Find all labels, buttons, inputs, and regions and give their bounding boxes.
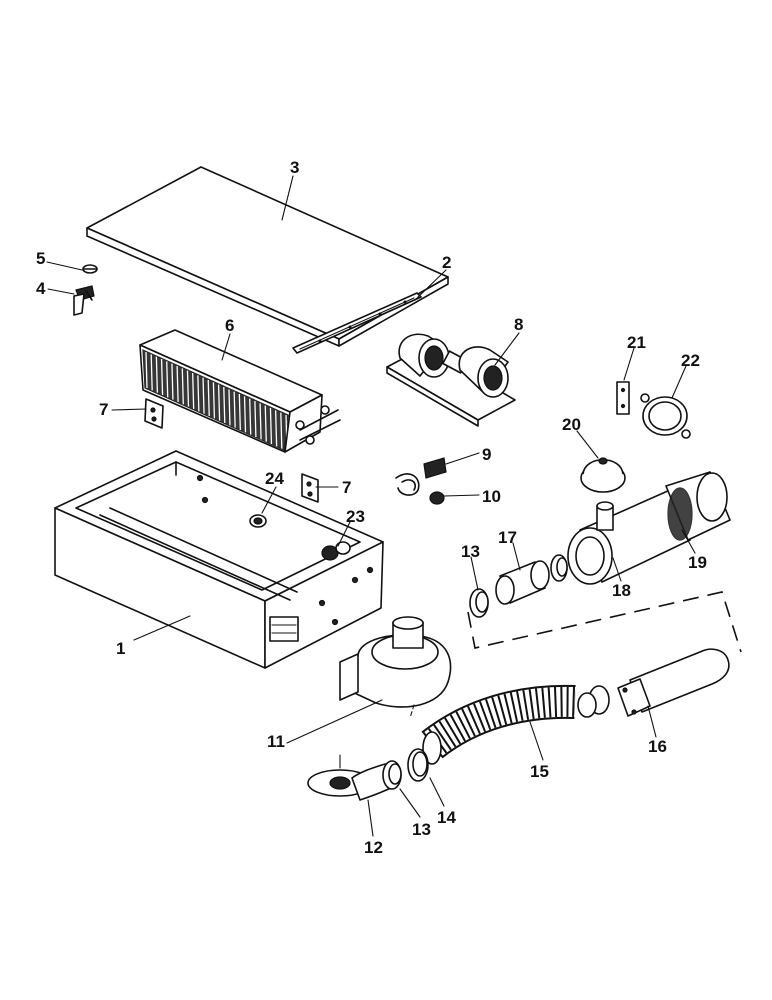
label-12: 12 <box>364 838 383 857</box>
part-9-switch <box>395 457 447 496</box>
label-5: 5 <box>36 249 45 268</box>
label-3: 3 <box>290 158 299 177</box>
label-17: 17 <box>498 528 517 547</box>
coil-fin <box>150 354 153 391</box>
coil-fin <box>223 386 226 424</box>
coil-fin <box>243 396 247 433</box>
label-1: 1 <box>116 639 125 658</box>
label-22: 22 <box>681 351 700 370</box>
label-9: 9 <box>482 445 491 464</box>
coil-fin <box>192 372 195 410</box>
label-6: 6 <box>225 316 234 335</box>
label-2: 2 <box>442 253 451 272</box>
part-17-connector-pipe <box>495 560 550 605</box>
part-3-cover-panel <box>86 166 449 347</box>
part-7-bracket-right <box>301 473 319 503</box>
part-labels: 3 2 5 4 6 7 7 8 9 10 11 21 22 20 18 19 1… <box>36 158 707 857</box>
part-23-grommet <box>321 541 351 561</box>
coil-fin <box>207 379 210 417</box>
part-24-grommet <box>249 514 267 528</box>
coil-fin <box>269 407 273 445</box>
coil-fin <box>233 391 236 428</box>
label-23: 23 <box>346 507 365 526</box>
part-10-knob <box>429 491 445 505</box>
part-18-burner-tube <box>567 489 691 585</box>
coil-fin <box>155 356 159 393</box>
part-22-mounting-ring <box>640 393 691 439</box>
leader-lines <box>46 175 696 837</box>
coil-fin <box>274 410 278 447</box>
label-14: 14 <box>437 808 456 827</box>
coil-fin <box>145 351 148 389</box>
label-11: 11 <box>267 732 285 751</box>
coil-fin <box>160 358 164 396</box>
coil-fin <box>186 370 190 407</box>
part-16-duct-elbow <box>577 648 730 718</box>
part-7-bracket-left <box>144 398 164 429</box>
label-13-upper: 13 <box>461 542 480 561</box>
coil-fin <box>228 389 231 426</box>
label-21: 21 <box>627 333 646 352</box>
part-13-ring-lower <box>382 760 402 790</box>
label-19: 19 <box>688 553 707 572</box>
coil-fin <box>197 375 200 412</box>
label-15: 15 <box>530 762 549 781</box>
label-7-right: 7 <box>342 478 351 497</box>
part-12-floor-outlet <box>307 754 396 801</box>
part-11-heater-blower <box>339 616 452 719</box>
part-2-mounting-strip <box>292 292 422 354</box>
label-7-left: 7 <box>99 400 108 419</box>
label-8: 8 <box>514 315 523 334</box>
coil-fin <box>176 365 179 403</box>
coil-fin <box>280 412 283 449</box>
label-10: 10 <box>482 487 501 506</box>
label-20: 20 <box>562 415 581 434</box>
coil-fin <box>264 405 267 442</box>
part-14-hose-clamp <box>407 748 429 782</box>
coil-fin <box>238 393 241 431</box>
coil-fin <box>171 363 174 400</box>
part-13-ring-upper <box>469 588 489 618</box>
coil-fin <box>212 382 216 419</box>
connection-dashed-line <box>467 591 742 653</box>
coil-fin <box>181 368 184 405</box>
part-6-heater-coil <box>139 329 341 453</box>
part-1-housing <box>54 450 384 669</box>
part-8-twin-blower <box>386 333 516 427</box>
coil-fin <box>249 398 252 435</box>
coil-fin <box>166 361 169 398</box>
part-19-combustion-fan <box>665 471 731 541</box>
label-16: 16 <box>648 737 667 756</box>
label-4: 4 <box>36 279 46 298</box>
part-21-clip <box>616 381 630 415</box>
part-5-screw <box>82 264 98 274</box>
label-24: 24 <box>265 469 284 488</box>
coil-fin <box>259 403 262 440</box>
part-ring-pipe-end <box>550 554 568 582</box>
coil-fin <box>217 384 221 421</box>
part-4-bracket <box>73 285 95 316</box>
coil-fin <box>202 377 205 414</box>
coil-fin <box>254 400 257 438</box>
part-15-flexible-hose <box>421 684 576 765</box>
label-18: 18 <box>612 581 631 600</box>
label-13-lower: 13 <box>412 820 431 839</box>
part-20-dome-cap <box>580 457 626 493</box>
